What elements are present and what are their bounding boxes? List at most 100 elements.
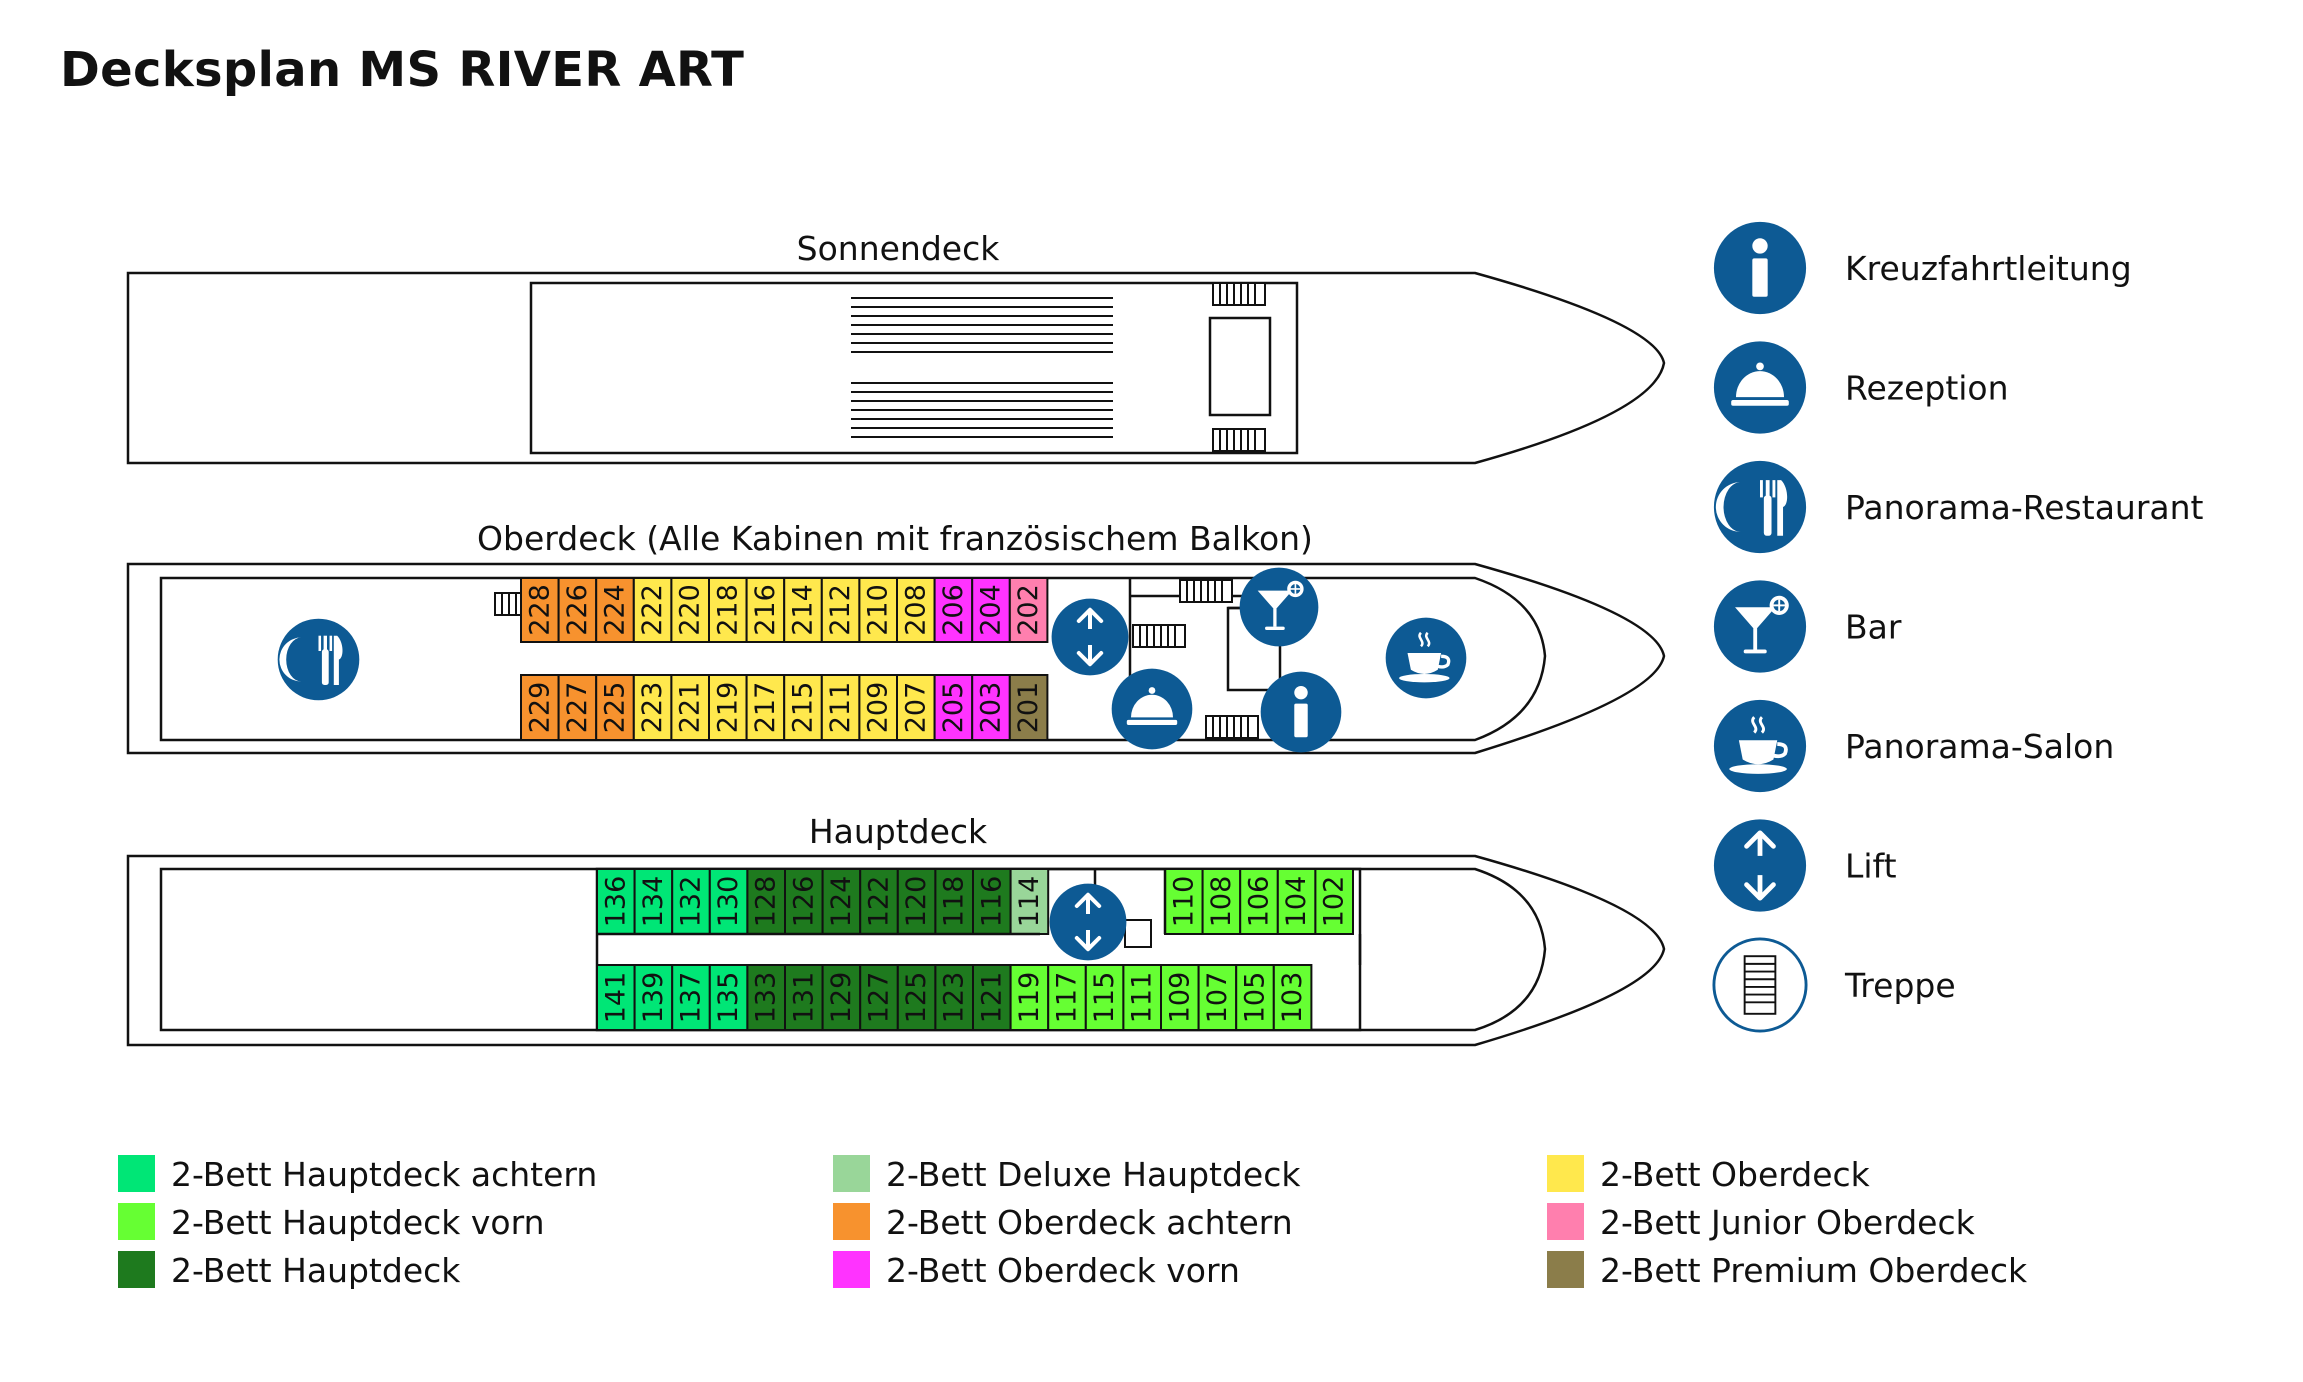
cabin-103[interactable]: 103 — [1272, 964, 1313, 1031]
cabin-115[interactable]: 115 — [1084, 964, 1125, 1031]
cabin-number: 222 — [637, 584, 668, 636]
cabin-130[interactable]: 130 — [708, 868, 749, 935]
cabin-220[interactable]: 220 — [670, 577, 711, 643]
cabin-box — [820, 674, 861, 741]
cabin-number: 131 — [788, 972, 819, 1024]
cabin-box — [933, 577, 974, 643]
cabin-118[interactable]: 118 — [934, 868, 975, 935]
cabin-224[interactable]: 224 — [595, 577, 635, 643]
cabin-228[interactable]: 228 — [520, 577, 560, 643]
cabin-214[interactable]: 214 — [783, 577, 823, 643]
restaurant-icon — [277, 618, 360, 701]
cabin-218[interactable]: 218 — [708, 577, 748, 643]
cabin-box — [1122, 964, 1163, 1031]
cabin-137[interactable]: 137 — [671, 964, 711, 1031]
cabin-number: 136 — [600, 876, 631, 928]
cocktail-icon — [1712, 579, 1808, 674]
cabin-number: 121 — [976, 972, 1007, 1024]
cabin-206[interactable]: 206 — [933, 577, 974, 643]
info-icon — [1260, 671, 1342, 753]
icon-legend-label: Rezeption — [1845, 369, 2009, 408]
cabin-126[interactable]: 126 — [784, 868, 824, 935]
icon-legend-item: Treppe — [1712, 937, 1956, 1033]
cabin-106[interactable]: 106 — [1239, 868, 1279, 935]
icon-legend-item: Lift — [1714, 819, 1897, 911]
cabin-122[interactable]: 122 — [859, 868, 899, 935]
cabin-226[interactable]: 226 — [557, 577, 598, 643]
cabin-202[interactable]: 202 — [1008, 577, 1049, 643]
cabin-123[interactable]: 123 — [934, 964, 975, 1031]
cabin-117[interactable]: 117 — [1047, 964, 1087, 1031]
lift-icon — [1714, 819, 1806, 911]
cabin-125[interactable]: 125 — [896, 964, 937, 1031]
cabin-box — [934, 964, 975, 1031]
cabin-102[interactable]: 102 — [1314, 868, 1355, 935]
cabin-124[interactable]: 124 — [821, 868, 862, 935]
stairs-icon — [1212, 428, 1266, 452]
cabin-136[interactable]: 136 — [596, 868, 636, 935]
cabin-number: 205 — [938, 682, 969, 734]
cabin-127[interactable]: 127 — [859, 964, 899, 1031]
cabin-132[interactable]: 132 — [671, 868, 711, 935]
icon-legend-label: Bar — [1845, 608, 1902, 647]
cabin-134[interactable]: 134 — [633, 868, 674, 935]
cabin-number: 221 — [675, 682, 706, 734]
cabin-205[interactable]: 205 — [933, 674, 974, 741]
cabin-number: 229 — [524, 682, 555, 734]
cabin-109[interactable]: 109 — [1160, 964, 1200, 1031]
cabin-225[interactable]: 225 — [595, 674, 635, 741]
cabin-210[interactable]: 210 — [858, 577, 899, 643]
cabin-119[interactable]: 119 — [1009, 964, 1050, 1031]
cabin-120[interactable]: 120 — [896, 868, 937, 935]
sonnendeck-label: Sonnendeck — [797, 229, 1001, 268]
cabin-114[interactable]: 114 — [1009, 868, 1050, 935]
cabin-108[interactable]: 108 — [1201, 868, 1242, 935]
color-legend-item: 2-Bett Junior Oberdeck — [1547, 1203, 1976, 1242]
cabin-131[interactable]: 131 — [784, 964, 824, 1031]
cabin-141[interactable]: 141 — [596, 964, 636, 1031]
cabin-number: 215 — [788, 682, 819, 734]
cabin-222[interactable]: 222 — [632, 577, 673, 643]
cabin-105[interactable]: 105 — [1235, 964, 1275, 1031]
cabin-209[interactable]: 209 — [858, 674, 899, 741]
cabin-219[interactable]: 219 — [708, 674, 748, 741]
cabin-207[interactable]: 207 — [896, 674, 936, 741]
cabin-227[interactable]: 227 — [557, 674, 598, 741]
oberdeck-deck-area — [159, 576, 1547, 742]
cabin-110[interactable]: 110 — [1164, 868, 1204, 935]
cabin-box — [972, 868, 1012, 935]
cabin-221[interactable]: 221 — [670, 674, 711, 741]
cabin-216[interactable]: 216 — [745, 577, 786, 643]
cabin-217[interactable]: 217 — [745, 674, 786, 741]
cabin-111[interactable]: 111 — [1122, 964, 1163, 1031]
cabin-box — [596, 964, 636, 1031]
cabin-129[interactable]: 129 — [821, 964, 862, 1031]
cabin-121[interactable]: 121 — [972, 964, 1012, 1031]
cabin-box — [670, 577, 711, 643]
cabin-128[interactable]: 128 — [746, 868, 787, 935]
cabin-number: 137 — [676, 972, 707, 1024]
cabin-139[interactable]: 139 — [633, 964, 674, 1031]
cabin-116[interactable]: 116 — [972, 868, 1012, 935]
cabin-215[interactable]: 215 — [783, 674, 823, 741]
stairs-icon — [1212, 282, 1266, 306]
cabin-133[interactable]: 133 — [746, 964, 787, 1031]
cabin-104[interactable]: 104 — [1276, 868, 1317, 935]
cabin-212[interactable]: 212 — [820, 577, 861, 643]
icon-legend-item: Rezeption — [1713, 341, 2009, 434]
cabin-223[interactable]: 223 — [632, 674, 673, 741]
cabin-203[interactable]: 203 — [971, 674, 1011, 741]
cabin-229[interactable]: 229 — [520, 674, 560, 741]
cabin-box — [1008, 577, 1049, 643]
cabin-135[interactable]: 135 — [708, 964, 749, 1031]
stairs-icon — [1179, 579, 1233, 603]
cabin-208[interactable]: 208 — [896, 577, 936, 643]
cabin-box — [1272, 964, 1313, 1031]
cabin-201[interactable]: 201 — [1008, 674, 1049, 741]
cabin-204[interactable]: 204 — [971, 577, 1011, 643]
cabin-107[interactable]: 107 — [1197, 964, 1238, 1031]
cabin-211[interactable]: 211 — [820, 674, 861, 741]
